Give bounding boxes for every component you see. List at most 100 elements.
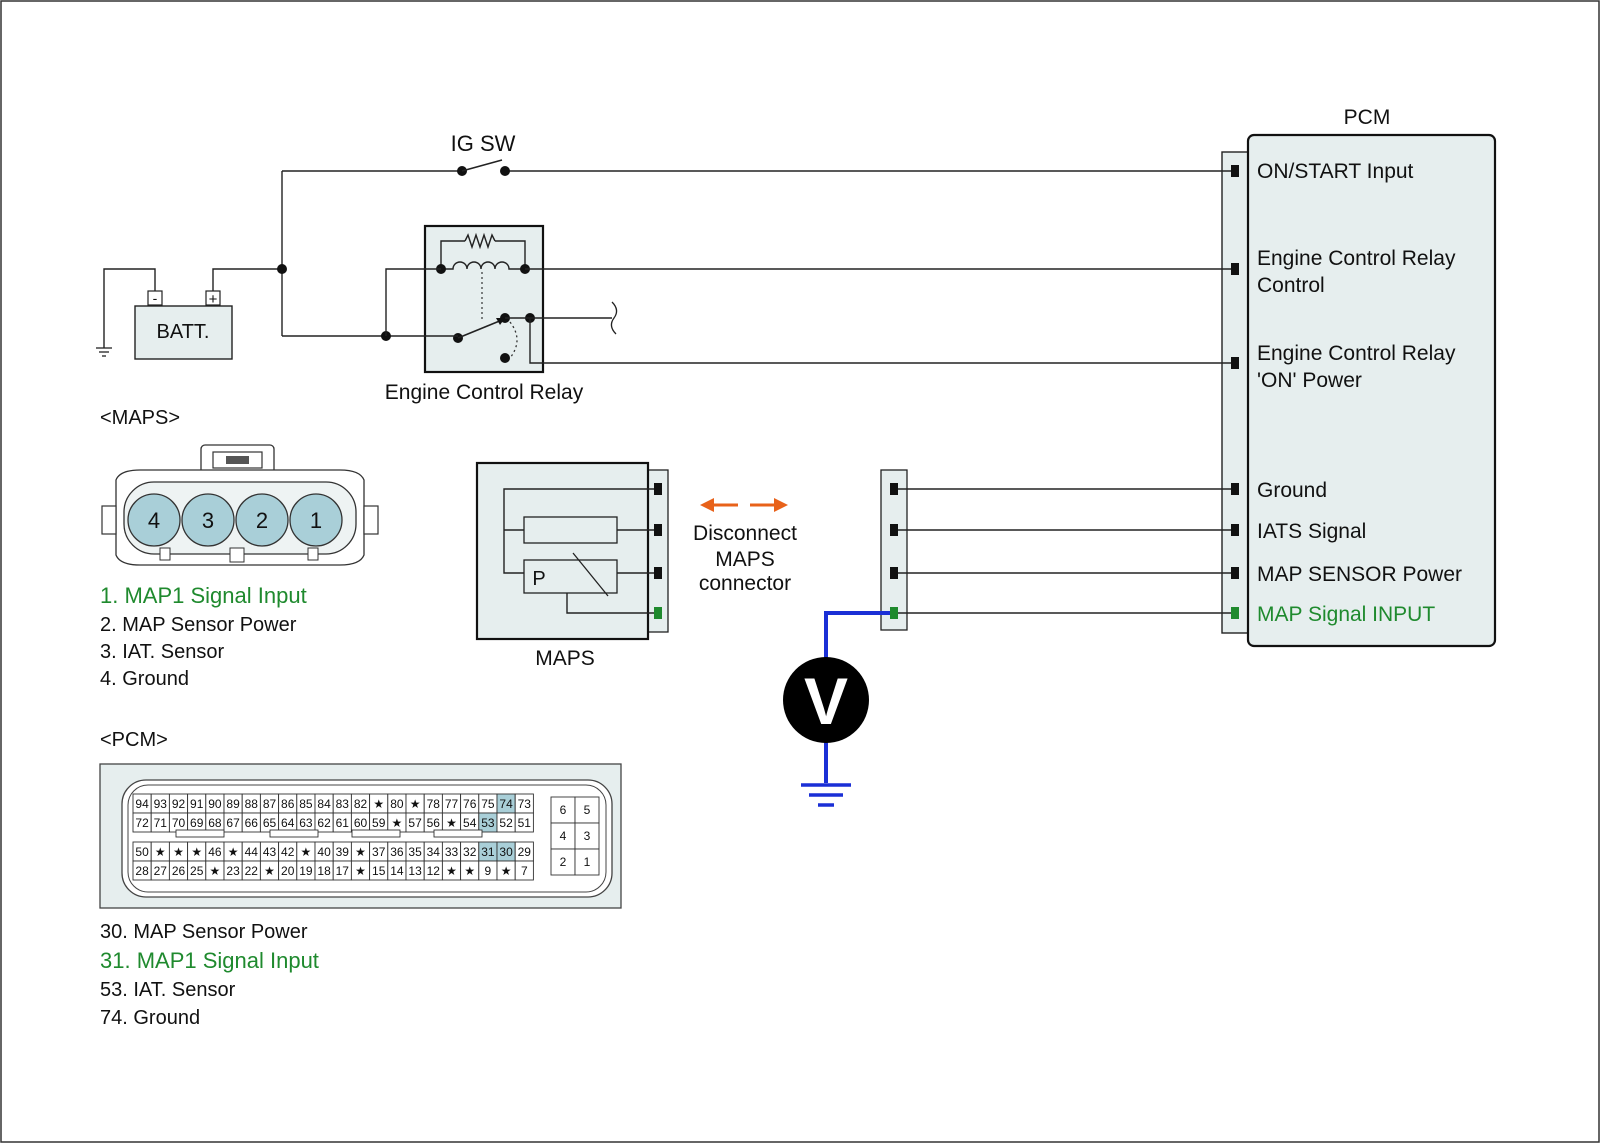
pcm-key-slot [433, 829, 483, 838]
pcm-pin-relay-on-power [1231, 357, 1239, 369]
pcm-pin-number: ★ [446, 816, 457, 830]
maps-wire-signal [566, 593, 658, 614]
pcm-pin-number: 87 [263, 797, 277, 811]
maps-pin-list-item: 4. Ground [100, 668, 189, 690]
pcm-pin-number: 44 [245, 845, 259, 859]
pcm-pin-number: 85 [299, 797, 313, 811]
pcm-pin-number: 77 [445, 797, 459, 811]
pcm-pin-number: 23 [226, 864, 240, 878]
pcm-aux-pin-cell [550, 848, 576, 876]
pcm-aux-pin-number: 4 [560, 829, 567, 843]
pcm-pin-number: ★ [301, 845, 312, 859]
pcm-pin-number: 17 [336, 864, 350, 878]
maps-sensor-label: MAPS [535, 647, 595, 670]
pcm-pin-number: 51 [518, 816, 532, 830]
pcm-pin-number: ★ [410, 797, 421, 811]
pcm-pin-number: 36 [390, 845, 404, 859]
relay-switch-nc-contact [500, 353, 510, 363]
relay-resistor-lead-left [440, 240, 465, 269]
pcm-pin-number: 59 [372, 816, 386, 830]
maps-pin-list-item: 3. IAT. Sensor [100, 641, 224, 663]
pcm-pin-number: 12 [427, 864, 441, 878]
pcm-key-slot [175, 829, 225, 838]
pcm-pin-number: 84 [317, 797, 331, 811]
pcm-pin-number: ★ [464, 864, 475, 878]
maps-pin-number: 4 [148, 508, 160, 533]
pcm-pin-cell [514, 812, 534, 833]
pcm-title: PCM [1344, 106, 1391, 129]
pcm-pin-number: 27 [154, 864, 168, 878]
pcm-pin-number: 86 [281, 797, 295, 811]
pcm-aux-pin-number: 3 [584, 829, 591, 843]
pcm-pin-number: 39 [336, 845, 350, 859]
pcm-pin-number: ★ [373, 797, 384, 811]
pcm-terminal-label: ON/START Input [1257, 160, 1414, 183]
maps-pin-3 [654, 524, 662, 536]
pcm-aux-pin-number: 5 [584, 803, 591, 817]
pcm-pin-relay-control [1231, 263, 1239, 275]
relay-box [423, 224, 545, 374]
igsw-contact-right [500, 166, 510, 176]
pcm-terminal-label: IATS Signal [1257, 520, 1366, 543]
relay-resistor [464, 232, 496, 250]
pcm-pin-number: ★ [210, 864, 221, 878]
pcm-pin-number: 73 [518, 797, 532, 811]
pcm-terminal-label: MAP Signal INPUT [1257, 603, 1435, 626]
disconnect-line-2: MAPS [715, 548, 775, 571]
maps-pin-cavity [289, 493, 343, 547]
pcm-aux-pin-cell [574, 796, 600, 824]
pcm-pin-number: 46 [208, 845, 222, 859]
pcm-aux-pin-number: 2 [560, 855, 567, 869]
pcm-pin-number: 65 [263, 816, 277, 830]
pcm-key-slot [351, 829, 401, 838]
pcm-pin-number: 69 [190, 816, 204, 830]
pcm-pin-number: 76 [463, 797, 477, 811]
battery-minus-sign: - [153, 290, 158, 306]
maps-pin-number: 3 [202, 508, 214, 533]
pcm-pin-number: ★ [355, 864, 366, 878]
pcm-pin-number: 61 [336, 816, 350, 830]
pcm-connector-strip [1221, 151, 1249, 634]
maps-pin-number: 2 [256, 508, 268, 533]
wire-feed-to-relay-coil [385, 268, 441, 336]
disconnect-line-1: Disconnect [693, 522, 797, 545]
pcm-pin-number: ★ [264, 864, 275, 878]
pcm-terminal-label: MAP SENSOR Power [1257, 563, 1462, 586]
pcm-pin-number: ★ [392, 816, 403, 830]
pcm-pin-number: 31 [481, 845, 495, 859]
battery-label: BATT. [157, 321, 210, 343]
pcm-pin-list-item: 53. IAT. Sensor [100, 979, 236, 1001]
relay-switch-travel [509, 321, 518, 359]
pcm-pin-list-item: 31. MAP1 Signal Input [100, 948, 319, 973]
pcm-terminal-label: Engine Control Relay [1257, 247, 1456, 270]
relay-switch-blade [457, 319, 503, 339]
pcm-pin-number: 42 [281, 845, 295, 859]
pcm-pin-number: 43 [263, 845, 277, 859]
pcm-terminal-label: Ground [1257, 479, 1327, 502]
wire-relay-on-power [529, 318, 1232, 364]
pcm-pin-number: 52 [499, 816, 513, 830]
disconnect-line-3: connector [699, 572, 791, 595]
junction-battery-feed [277, 264, 287, 274]
relay-label: Engine Control Relay [385, 381, 584, 404]
pcm-pin-number: 54 [463, 816, 477, 830]
pcm-pin-map-power [1231, 567, 1239, 579]
pcm-aux-pin-cell [574, 848, 600, 876]
maps-connector-title: <MAPS> [100, 407, 180, 429]
pcm-pin-number: 53 [481, 816, 495, 830]
pcm-pin-number: 15 [372, 864, 386, 878]
pcm-pin-number: ★ [191, 845, 202, 859]
maps-connector-pins: 4 3 2 1 [127, 493, 343, 547]
pcm-pin-number: 35 [408, 845, 422, 859]
pcm-pin-number: ★ [228, 845, 239, 859]
pcm-box [1246, 133, 1497, 648]
maps-pressure-symbol: P [532, 568, 545, 590]
relay-resistor-lead-right [495, 240, 526, 269]
pcm-pin-number: ★ [155, 845, 166, 859]
pcm-aux-pin-number: 1 [584, 855, 591, 869]
battery-body [134, 305, 233, 360]
maps-pin-number: 1 [310, 508, 322, 533]
pcm-pin-number: 28 [135, 864, 149, 878]
pcm-pin-number: 30 [499, 845, 513, 859]
